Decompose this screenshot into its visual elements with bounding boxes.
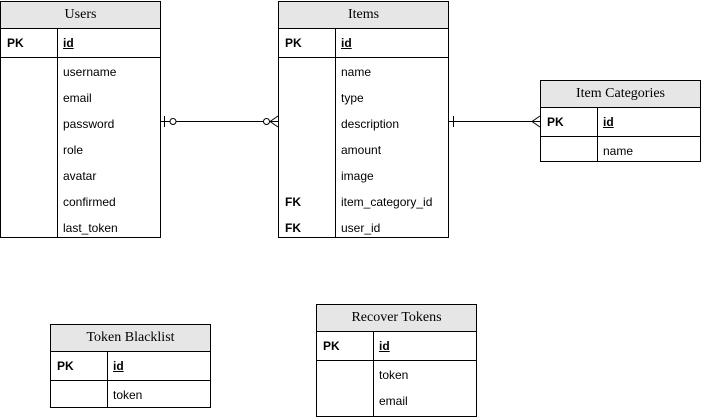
field-email: email (379, 394, 408, 408)
entity-title: Token Blacklist (51, 325, 210, 352)
crows-foot-marker (531, 115, 541, 122)
field-token: token (113, 388, 143, 402)
field-id: id (603, 115, 614, 129)
field-name: name (341, 65, 372, 79)
entity-title: Recover Tokens (317, 305, 476, 332)
field-id: id (113, 359, 124, 373)
relationship-items-item-categories[interactable] (449, 115, 541, 128)
zero-circle-marker (263, 118, 270, 125)
entity-title: Users (1, 2, 160, 29)
key-column-divider (57, 29, 58, 238)
entity-body: PK id name type description amount image… (279, 29, 448, 238)
entity-item-categories[interactable]: Item Categories PK id name (540, 80, 701, 162)
field-user-id: user_id (341, 221, 381, 235)
entity-body: PK id name (541, 108, 700, 162)
entity-title: Items (279, 2, 448, 29)
field-item-category-id: item_category_id (341, 195, 433, 209)
field-id: id (379, 339, 390, 353)
field-avatar: avatar (63, 169, 97, 183)
key-label-fk: FK (285, 195, 301, 209)
entity-token-blacklist[interactable]: Token Blacklist PK id token (50, 324, 211, 408)
key-label-pk: PK (7, 36, 24, 50)
entity-body: PK id token (51, 352, 210, 408)
key-label-pk: PK (323, 339, 340, 353)
crows-foot-marker (269, 115, 279, 122)
entity-title: Item Categories (541, 81, 700, 108)
field-type: type (341, 91, 364, 105)
field-username: username (63, 65, 117, 79)
primary-key-divider (1, 57, 160, 58)
field-amount: amount (341, 143, 382, 157)
field-name: name (603, 144, 634, 158)
field-token: token (379, 368, 409, 382)
entity-items[interactable]: Items PK id name type description amount… (278, 1, 449, 238)
primary-key-divider (541, 136, 700, 137)
key-column-divider (597, 108, 598, 162)
field-email: email (63, 91, 92, 105)
field-id: id (341, 36, 352, 50)
primary-key-divider (317, 360, 476, 361)
key-label-pk: PK (57, 359, 74, 373)
key-label-pk: PK (547, 115, 564, 129)
primary-key-divider (279, 57, 448, 58)
key-column-divider (335, 29, 336, 238)
key-label-pk: PK (285, 36, 302, 50)
zero-circle-marker (169, 118, 177, 125)
relationship-users-items[interactable] (161, 115, 279, 128)
entity-body: PK id token email (317, 332, 476, 417)
field-image: image (341, 169, 374, 183)
entity-body: PK id username email password role avata… (1, 29, 160, 238)
primary-key-divider (51, 380, 210, 381)
crows-foot-marker (269, 121, 279, 128)
field-last-token: last_token (63, 221, 118, 235)
key-column-divider (373, 332, 374, 417)
field-role: role (63, 143, 84, 157)
entity-recover-tokens[interactable]: Recover Tokens PK id token email (316, 304, 477, 417)
field-password: password (63, 117, 115, 131)
field-id: id (63, 36, 74, 50)
field-confirmed: confirmed (63, 195, 116, 209)
entity-users[interactable]: Users PK id username email password role… (0, 1, 161, 238)
field-description: description (341, 117, 400, 131)
key-label-fk: FK (285, 221, 301, 235)
crows-foot-marker (531, 121, 541, 128)
